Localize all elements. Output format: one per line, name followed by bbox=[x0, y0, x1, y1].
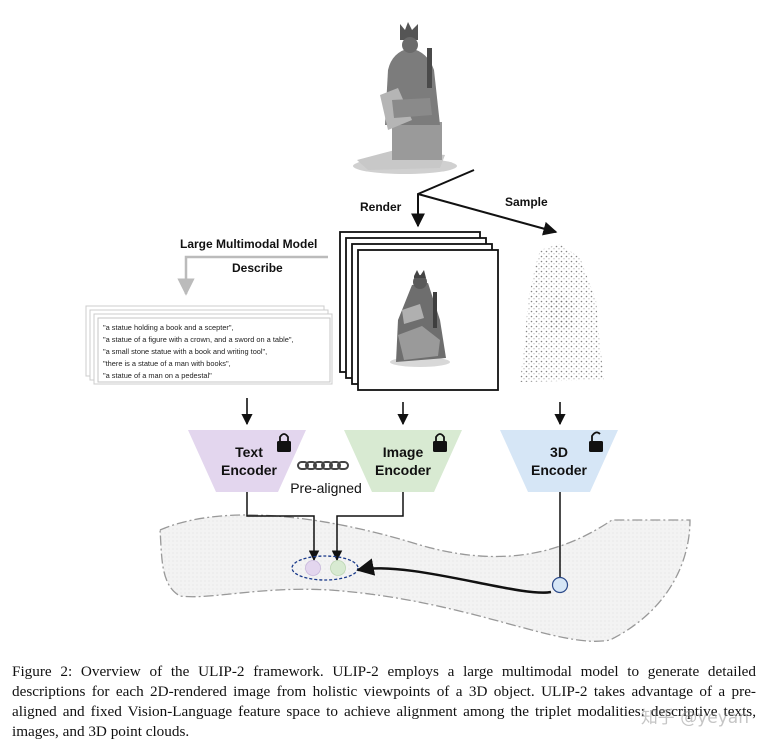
text-encoder-label-2: Encoder bbox=[221, 462, 278, 478]
lock-icon bbox=[433, 433, 447, 452]
describe-arrow bbox=[177, 255, 328, 296]
description-line: "a statue of a man on a pedestal" bbox=[103, 371, 212, 380]
image-embedding-point bbox=[330, 560, 346, 576]
description-line: "a small stone statue with a book and wr… bbox=[103, 347, 267, 356]
render-sample-arrows bbox=[411, 169, 558, 236]
render-label: Render bbox=[360, 200, 402, 214]
figure-caption: Figure 2: Overview of the ULIP-2 framewo… bbox=[12, 663, 756, 740]
statue-3d-object bbox=[353, 22, 457, 174]
sample-label: Sample bbox=[505, 195, 548, 209]
chain-icon bbox=[297, 461, 349, 470]
description-line: "a statue of a figure with a crown, and … bbox=[103, 335, 294, 344]
feature-space-plane bbox=[159, 514, 691, 642]
image-encoder-label-2: Encoder bbox=[375, 462, 432, 478]
point-cloud bbox=[520, 244, 604, 382]
text-encoder: Text Encoder bbox=[188, 430, 306, 492]
3d-embedding-point bbox=[551, 576, 569, 594]
image-encoder-label-1: Image bbox=[383, 444, 424, 460]
rendered-statue-image bbox=[390, 270, 450, 367]
unlock-icon bbox=[589, 431, 603, 452]
description-lines: "a statue holding a book and a scepter",… bbox=[103, 323, 294, 380]
3d-encoder-label-1: 3D bbox=[550, 444, 568, 460]
text-embedding-point bbox=[305, 560, 321, 576]
3d-encoder-label-2: Encoder bbox=[531, 462, 588, 478]
framework-diagram: Render Sample Large Multimodal Model Des… bbox=[85, 22, 691, 642]
describe-label: Describe bbox=[232, 261, 283, 275]
image-embedding-line bbox=[331, 492, 404, 562]
text-embedding-line bbox=[246, 492, 320, 562]
text-encoder-label-1: Text bbox=[235, 444, 263, 460]
alignment-arrow bbox=[356, 558, 552, 594]
description-line: "a statue holding a book and a scepter", bbox=[103, 323, 234, 332]
description-line: "there is a statue of a man with books", bbox=[103, 359, 231, 368]
lmm-label: Large Multimodal Model bbox=[180, 237, 317, 251]
lock-icon bbox=[277, 433, 291, 452]
description-stack bbox=[85, 305, 333, 385]
watermark: 知乎 @yeyan bbox=[640, 708, 749, 728]
image-encoder: Image Encoder bbox=[344, 430, 462, 492]
pre-aligned-label: Pre-aligned bbox=[290, 480, 362, 496]
3d-encoder: 3D Encoder bbox=[500, 430, 618, 492]
